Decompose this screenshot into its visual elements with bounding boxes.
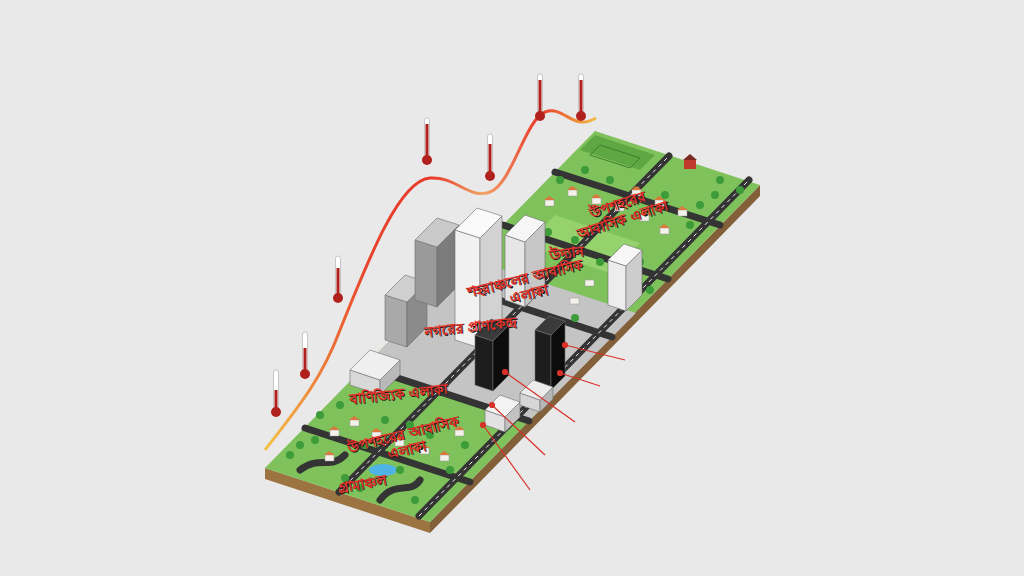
area-label: শহরাঞ্চলের আবাসিক এলাকা (465, 256, 589, 316)
roads (300, 156, 749, 516)
trees (286, 166, 744, 504)
area-label: উপশহরের আবাসিক এলাকা (343, 412, 467, 472)
road-markings (339, 156, 749, 516)
area-label: গ্রামাঞ্চল (337, 472, 387, 496)
thermometers (271, 74, 586, 417)
area-label: নগরের প্রাণকেন্দ্র (423, 314, 517, 340)
area-label: বাণিজ্যিক এলাকা (348, 381, 448, 407)
houses (324, 154, 697, 461)
temperature-curve (265, 111, 596, 450)
area-label: উপশহরের আবাসিক এলাকা (563, 180, 678, 245)
leader-lines (481, 343, 626, 491)
